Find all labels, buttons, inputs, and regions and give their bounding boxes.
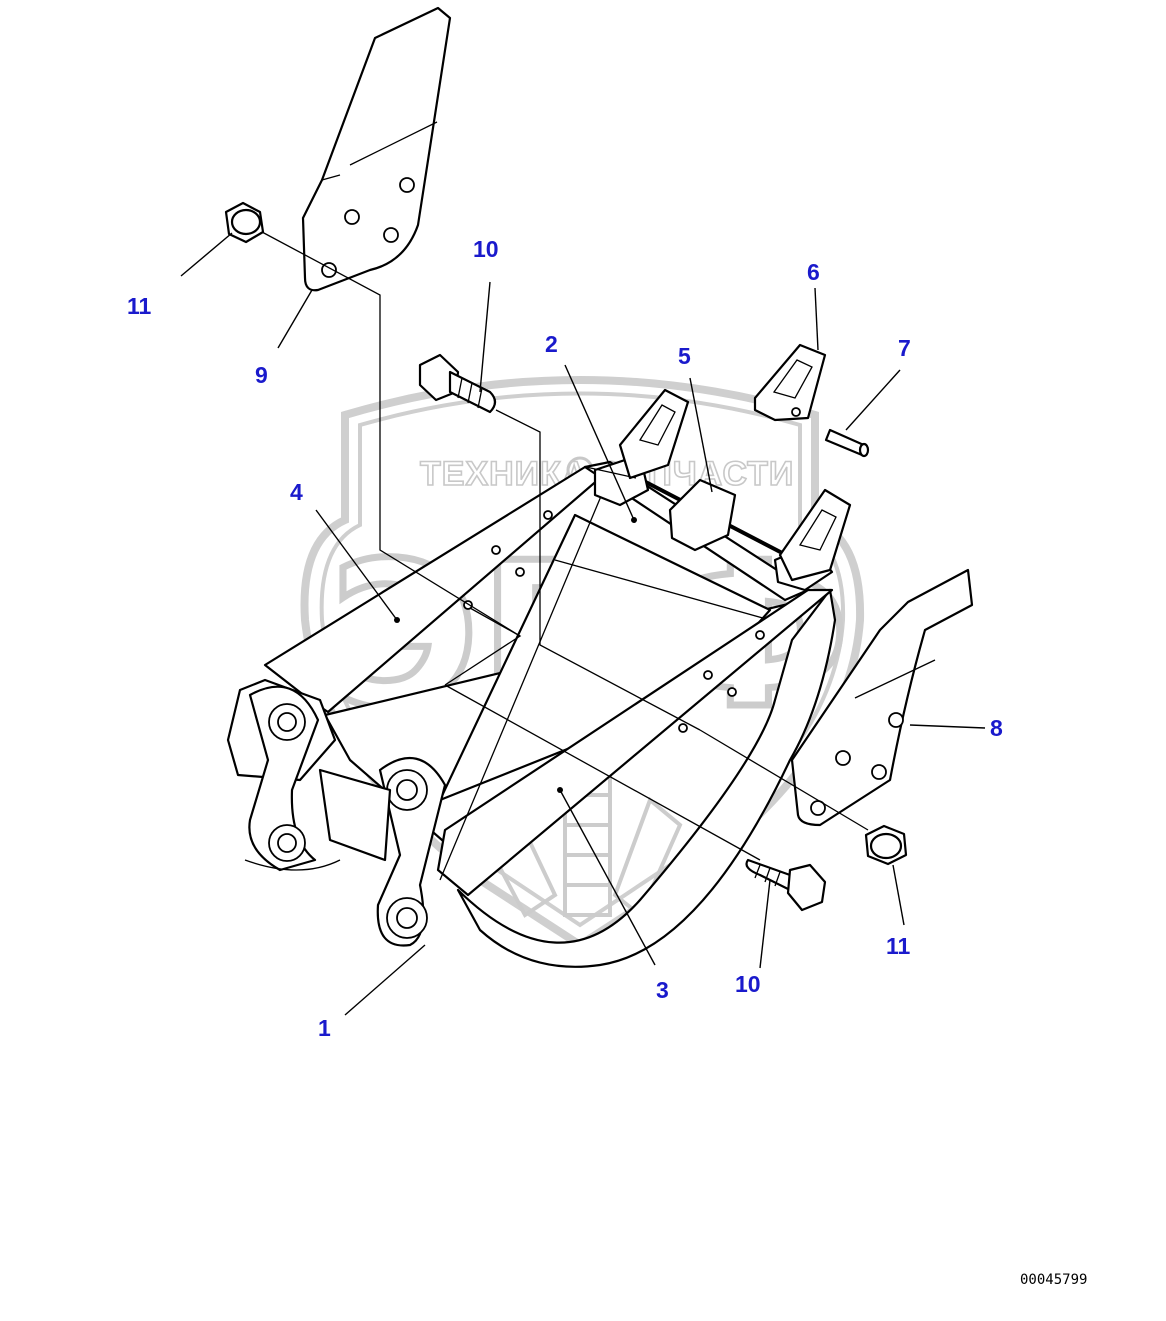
callout-6: 6 (807, 259, 820, 285)
part-11-nut-top (224, 201, 265, 244)
callout-3: 3 (656, 977, 669, 1003)
callout-9: 9 (255, 362, 268, 388)
callout-7: 7 (898, 335, 911, 361)
part-10-bolt-lower (745, 858, 827, 912)
callout-1: 1 (318, 1015, 331, 1041)
part-9-side-shroud-left (301, 6, 452, 292)
callout-4: 4 (290, 479, 303, 505)
callout-10a: 10 (473, 236, 499, 262)
part-7-pin (824, 428, 870, 458)
leader-lines (180, 232, 986, 1016)
callout-11b: 11 (886, 933, 911, 959)
part-8-side-shroud-right (790, 568, 974, 827)
callouts: 1 2 3 4 5 6 7 8 9 10 10 11 11 (127, 236, 1003, 1041)
callout-8: 8 (990, 715, 1003, 741)
callout-2: 2 (545, 331, 558, 357)
drawing-number: 00045799 (1020, 1272, 1087, 1288)
part-10-bolt-top (418, 353, 497, 414)
part-6-teeth (618, 343, 852, 582)
assembly-lines (261, 231, 869, 861)
callout-10b: 10 (735, 971, 761, 997)
part-11-nut-right (864, 824, 908, 866)
callout-5: 5 (678, 343, 691, 369)
callout-11a: 11 (127, 293, 152, 319)
